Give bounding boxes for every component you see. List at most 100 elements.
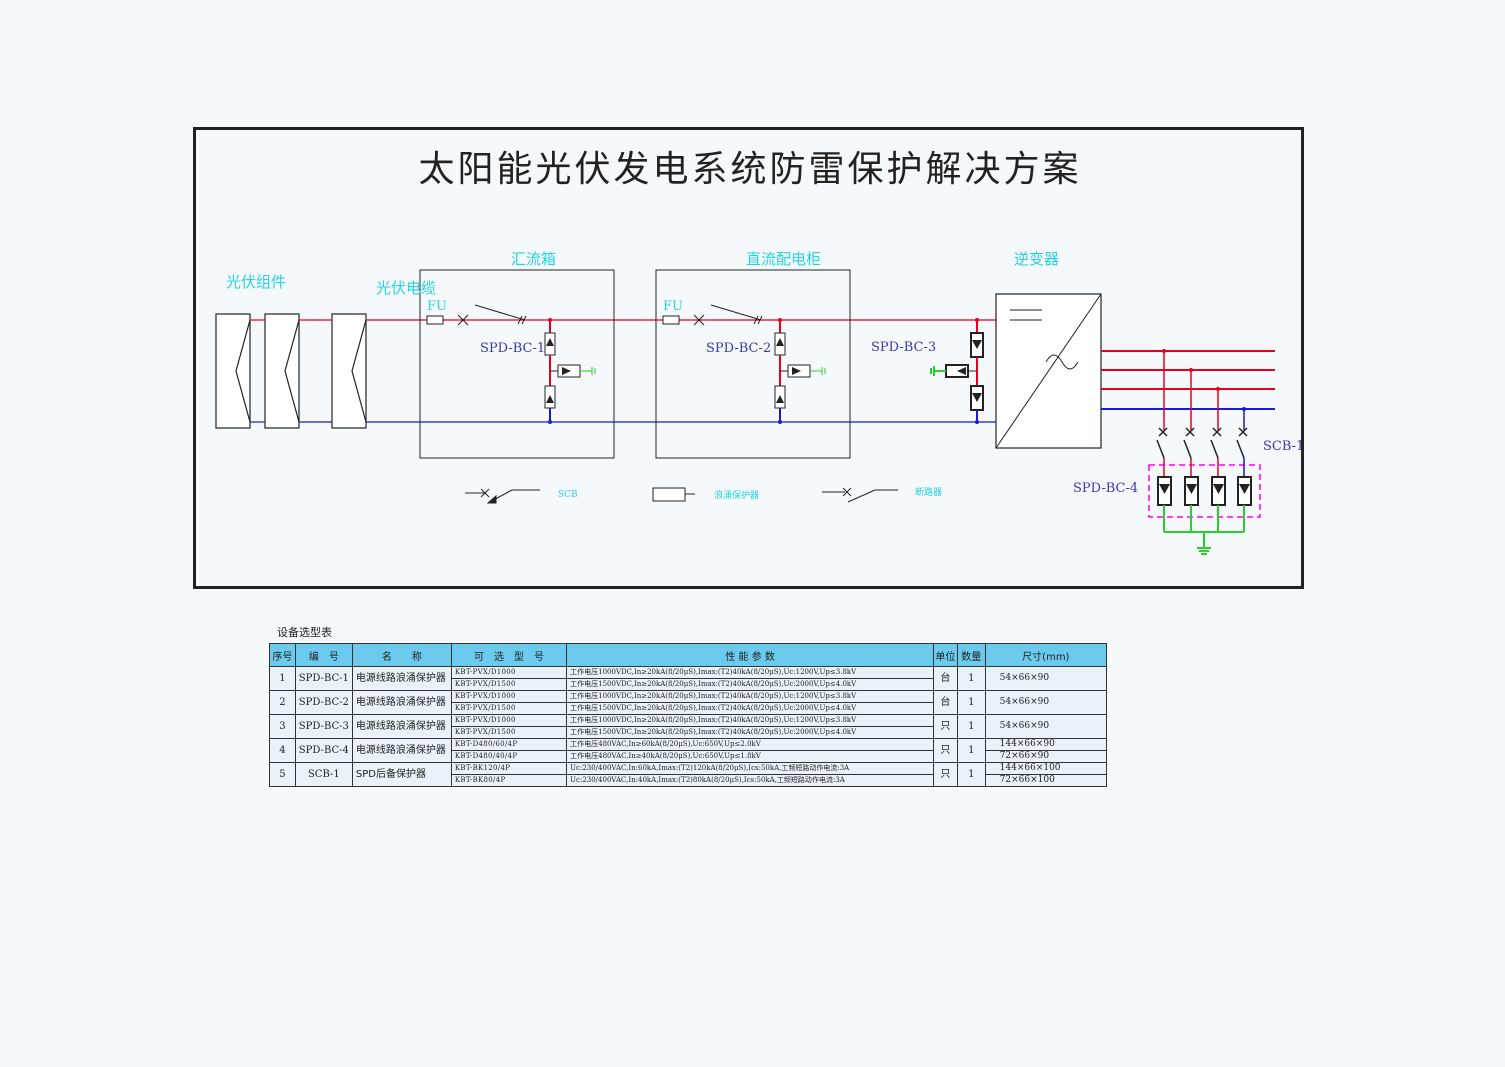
model-cell: KBT-PVX/D1500 (450, 726, 568, 739)
unit-cell: 只 (932, 714, 958, 739)
spec-cell: 工作电压1000VDC,In≥20kA(8/20μS),Imax:(T2)40k… (566, 666, 934, 679)
label-scb-1: SCB-1 (1263, 439, 1304, 454)
label-inverter: 逆变器 (1014, 250, 1059, 268)
device-name-cell: 电源线路浪涌保护器 (351, 738, 452, 763)
size-cell: 144×66×90 (984, 738, 1108, 751)
model-cell: KBT-PVX/D1000 (450, 714, 568, 727)
spd-bc-1-symbol (544, 318, 596, 424)
model-cell: KBT-PVX/D1000 (450, 666, 568, 679)
model-cell: KBT-BK80/4P (450, 774, 568, 787)
model-cell: KBT-PVX/D1500 (450, 678, 568, 691)
quantity-cell: 1 (956, 666, 986, 691)
spec-cell: 工作电压1500VDC,In≥20kA(8/20μS),Imax:(T2)40k… (566, 702, 934, 715)
legend-symbols (465, 487, 898, 504)
row-number-cell: 1 (269, 666, 296, 691)
spd-bc-2-symbol (774, 318, 826, 424)
device-code-cell: SPD-BC-2 (294, 690, 353, 715)
switch-icon (457, 304, 527, 326)
legend-breaker-label: 断路器 (915, 486, 942, 498)
device-name-cell: 电源线路浪涌保护器 (351, 666, 452, 691)
surge-legend-icon (652, 487, 695, 502)
spd-bc-4-symbol (1148, 458, 1261, 555)
label-fu-1: FU (427, 299, 447, 314)
legend-surge-label: 浪涌保护器 (714, 489, 759, 501)
unit-cell: 只 (932, 738, 958, 763)
label-combiner-box: 汇流箱 (511, 250, 556, 268)
size-cell: 144×66×100 (984, 762, 1108, 775)
table-header-cell: 编 号 (294, 643, 353, 667)
label-pv-module: 光伏组件 (226, 273, 286, 291)
table-header-cell: 单位 (932, 643, 958, 667)
row-number-cell: 2 (269, 690, 296, 715)
scb-1-breakers (1156, 427, 1248, 459)
quantity-cell: 1 (956, 714, 986, 739)
device-name-cell: SPD后备保护器 (351, 762, 452, 787)
inverter-symbol (995, 293, 1102, 449)
legend-scb-label: SCB (558, 490, 578, 500)
quantity-cell: 1 (956, 762, 986, 787)
scb-legend-icon (465, 488, 540, 504)
switch-icon (693, 304, 763, 326)
label-spd-bc-4: SPD-BC-4 (1073, 481, 1138, 496)
spec-cell: 工作电压1500VDC,In≥20kA(8/20μS),Imax:(T2)40k… (566, 678, 934, 691)
dc-cabinet-frame (655, 269, 851, 459)
row-number-cell: 5 (269, 762, 296, 787)
table-header-cell: 性 能 参 数 (566, 643, 934, 667)
spec-cell: 工作电压480VAC,In≥40kA(8/20μS),Uc:650V,Up≤1.… (566, 750, 934, 763)
device-code-cell: SPD-BC-4 (294, 738, 353, 763)
fuse-icon (426, 315, 444, 325)
label-spd-bc-2: SPD-BC-2 (706, 341, 771, 356)
size-cell: 72×66×90 (984, 750, 1108, 763)
label-spd-bc-1: SPD-BC-1 (480, 341, 545, 356)
unit-cell: 只 (932, 762, 958, 787)
device-name-cell: 电源线路浪涌保护器 (351, 690, 452, 715)
spd-bc-3-symbol (930, 318, 984, 424)
spec-cell: 工作电压1500VDC,In≥20kA(8/20μS),Imax:(T2)40k… (566, 726, 934, 739)
label-dc-cabinet: 直流配电柜 (746, 250, 821, 268)
pv-modules (215, 313, 367, 429)
pv-panel (215, 313, 251, 429)
model-cell: KBT-PVX/D1000 (450, 690, 568, 703)
label-spd-bc-3: SPD-BC-3 (871, 340, 936, 355)
ac-output-lines (1101, 349, 1275, 430)
model-cell: KBT-PVX/D1500 (450, 702, 568, 715)
table-header-row: 序号编 号名 称可 选 型 号性 能 参 数单位数量尺寸(mm) (269, 643, 1108, 667)
table-caption: 设备选型表 (277, 626, 332, 639)
model-cell: KBT-D480/40/4P (450, 750, 568, 763)
device-code-cell: SPD-BC-1 (294, 666, 353, 691)
device-code-cell: SPD-BC-3 (294, 714, 353, 739)
model-cell: KBT-D480/60/4P (450, 738, 568, 751)
device-name-cell: 电源线路浪涌保护器 (351, 714, 452, 739)
size-cell: 54×66×90 (984, 714, 1108, 739)
fuse-icon (662, 315, 680, 325)
table-header-cell: 数量 (956, 643, 986, 667)
size-cell: 54×66×90 (984, 666, 1108, 691)
quantity-cell: 1 (956, 690, 986, 715)
table-header-cell: 名 称 (351, 643, 452, 667)
label-pv-cable: 光伏电缆 (376, 279, 436, 297)
unit-cell: 台 (932, 690, 958, 715)
spec-cell: 工作电压1000VDC,In≥20kA(8/20μS),Imax:(T2)40k… (566, 714, 934, 727)
size-cell: 72×66×100 (984, 774, 1108, 787)
table-header-cell: 序号 (269, 643, 296, 667)
quantity-cell: 1 (956, 738, 986, 763)
table-header-cell: 可 选 型 号 (450, 643, 568, 667)
diagram-title: 太阳能光伏发电系统防雷保护解决方案 (418, 149, 1082, 190)
diagram-frame (193, 127, 1304, 589)
unit-cell: 台 (932, 666, 958, 691)
spec-cell: Uc:230/400VAC,In:60kA,Imax:(T2)120kA(8/2… (566, 762, 934, 775)
row-number-cell: 4 (269, 738, 296, 763)
spec-cell: 工作电压480VAC,In≥60kA(8/20μS),Uc:650V,Up≤2.… (566, 738, 934, 751)
spec-cell: 工作电压1000VDC,In≥20kA(8/20μS),Imax:(T2)40k… (566, 690, 934, 703)
breaker-legend-icon (822, 487, 898, 503)
pv-panel (264, 313, 300, 429)
